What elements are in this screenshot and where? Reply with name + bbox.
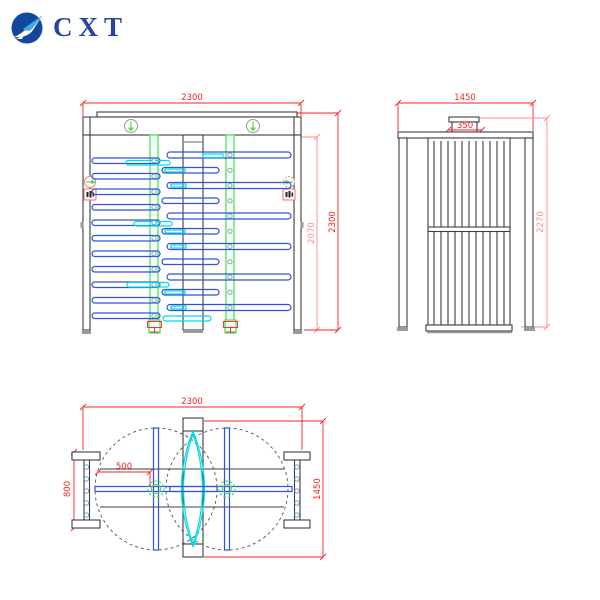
side-width-dimension: 1450	[394, 93, 537, 131]
front-total-height-dim-label: 2300	[328, 211, 338, 233]
front-center-column	[182, 134, 204, 331]
left-hinge-mark	[80, 222, 84, 228]
plan-depth-dimension: 1450	[204, 417, 327, 561]
cyan-accent-bars	[125, 153, 224, 322]
plan-side-rails	[100, 468, 284, 508]
front-width-dim-label: 2300	[181, 93, 203, 103]
side-right-post-base	[524, 327, 535, 331]
right-reader-glyph	[288, 191, 291, 198]
left-mounting-bracket	[71, 451, 101, 529]
left-reader-glyph	[89, 191, 92, 198]
brand-logo: CXT	[8, 8, 128, 46]
front-width-dimension: 2300	[79, 93, 305, 116]
front-total-height-dimension: 2300	[293, 109, 342, 334]
side-height-dim-label: 2270	[536, 211, 546, 233]
center-column-base	[183, 330, 203, 333]
front-roof	[96, 111, 298, 118]
front-right-column	[293, 134, 302, 331]
side-fence-sill	[425, 324, 513, 332]
right-reader-glyph	[291, 192, 294, 197]
side-cap-box: 350	[444, 116, 486, 134]
plan-arm-length-dim-label: 500	[116, 462, 132, 472]
right-hinge-mark	[300, 222, 304, 228]
left-reader-glyph	[86, 192, 89, 197]
right-column-base	[293, 330, 302, 334]
plan-view: 2300 1450 800 500	[63, 397, 327, 561]
left-column-base	[82, 330, 91, 334]
left-down-arrow-icon	[128, 127, 134, 132]
plan-rotor-arms	[94, 427, 293, 551]
right-down-arrow-icon	[250, 127, 256, 132]
side-roof	[397, 131, 534, 139]
front-left-column	[82, 134, 91, 331]
plan-frame-depth-dim-label: 800	[63, 481, 73, 497]
brand-logo-icon	[11, 12, 43, 44]
brand-name: CXT	[53, 11, 129, 42]
plan-center-column	[182, 417, 204, 558]
plan-depth-dim-label: 1450	[313, 478, 323, 500]
rotor-arm-bars	[91, 151, 292, 320]
right-reader-glyph	[285, 192, 288, 197]
front-view: 2300 2070 2300	[79, 93, 342, 334]
side-left-post	[398, 137, 408, 328]
plan-width-dimension: 2300	[79, 397, 306, 450]
side-fence-mid-rail	[427, 226, 511, 233]
side-width-dim-label: 1450	[454, 93, 476, 103]
side-fence-panel	[425, 137, 513, 334]
front-body-height-dim-label: 2070	[307, 222, 317, 244]
header-indicators	[124, 119, 260, 133]
curved-guide-walls	[180, 430, 206, 548]
side-cap-width-dim-label: 350	[457, 121, 473, 131]
rotor-hubs	[147, 480, 236, 498]
post-anchor-feet	[147, 319, 238, 334]
side-left-post-base	[397, 327, 408, 331]
rotor-sweep-circles	[94, 427, 289, 551]
side-right-post	[524, 137, 534, 328]
plan-frame-depth-dimension: 800	[63, 448, 84, 532]
plan-arm-length-dimension: 500	[94, 462, 154, 486]
left-direction-arrow-icon	[91, 179, 96, 185]
plan-width-dim-label: 2300	[181, 397, 203, 407]
side-view: 1450 350 2270	[394, 93, 551, 334]
front-header-box	[82, 116, 302, 136]
front-cabinet	[80, 111, 304, 334]
post-pivot-circles	[151, 152, 233, 319]
right-mounting-bracket	[283, 451, 311, 529]
